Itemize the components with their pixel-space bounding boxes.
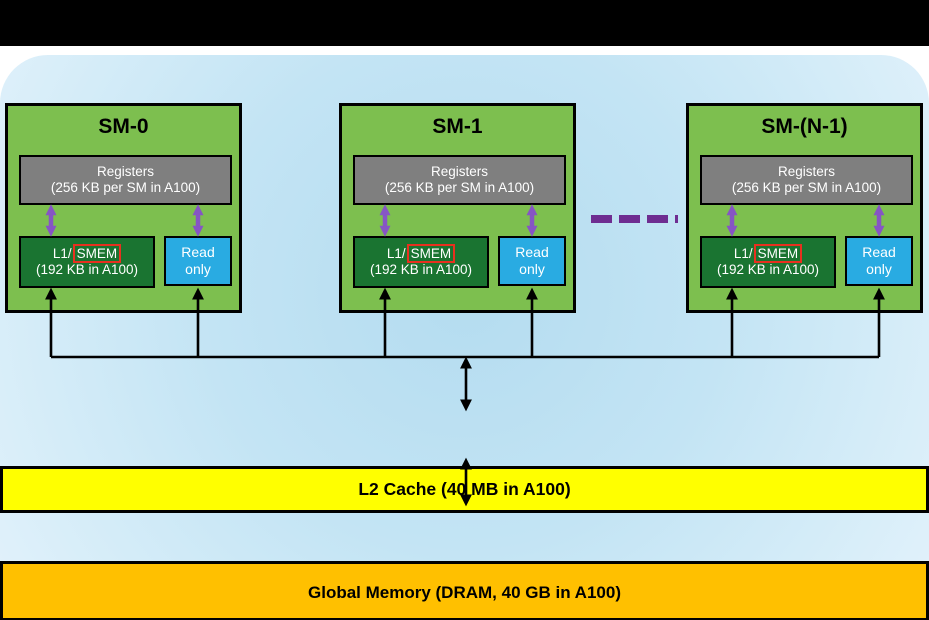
sm-n-1-box: SM-(N-1) Registers (256 KB per SM in A10…	[686, 103, 923, 313]
registers-title: Registers	[777, 163, 836, 179]
sm-n-1-l1-smem-box: L1/SMEM (192 KB in A100)	[700, 236, 836, 288]
smem-highlight-outline: SMEM	[72, 243, 122, 263]
sm-1-l1-smem-box: L1/SMEM (192 KB in A100)	[353, 236, 489, 288]
read-only-line1: Read	[862, 243, 896, 260]
sm-0-read-only-box: Read only	[164, 236, 232, 286]
global-memory-label: Global Memory (DRAM, 40 GB in A100)	[308, 583, 621, 602]
top-letterbox-bar	[0, 0, 929, 46]
l1-detail: (192 KB in A100)	[716, 262, 820, 277]
l1-detail: (192 KB in A100)	[35, 262, 139, 277]
sm-n-1-title: SM-(N-1)	[761, 115, 848, 138]
sm-0-registers-box: Registers (256 KB per SM in A100)	[19, 155, 232, 205]
registers-title: Registers	[430, 163, 489, 179]
diagram-background: SM-0 Registers (256 KB per SM in A100) L…	[0, 55, 929, 620]
global-memory-bar: Global Memory (DRAM, 40 GB in A100)	[0, 561, 929, 620]
read-only-line2: only	[519, 261, 545, 277]
read-only-line1: Read	[181, 243, 215, 260]
smem-highlight-outline: SMEM	[406, 243, 456, 263]
l1-prefix: L1/	[386, 245, 406, 261]
sm-n-1-read-only-box: Read only	[845, 236, 913, 286]
l1-smem-line: L1/SMEM	[733, 243, 803, 263]
sm-0-title: SM-0	[98, 115, 149, 138]
registers-title: Registers	[96, 163, 155, 179]
read-only-line2: only	[866, 261, 892, 277]
l1-smem-line: L1/SMEM	[386, 243, 456, 263]
sm-1-registers-box: Registers (256 KB per SM in A100)	[353, 155, 566, 205]
bottom-letterbox-bar	[0, 618, 929, 620]
sm-0-l1-smem-box: L1/SMEM (192 KB in A100)	[19, 236, 155, 288]
l2-cache-label: L2 Cache (40 MB in A100)	[358, 479, 571, 499]
sm-n-1-registers-box: Registers (256 KB per SM in A100)	[700, 155, 913, 205]
sm-0-box: SM-0 Registers (256 KB per SM in A100) L…	[5, 103, 242, 313]
l1-detail: (192 KB in A100)	[369, 262, 473, 277]
l1-smem-line: L1/SMEM	[52, 243, 122, 263]
sm-1-read-only-box: Read only	[498, 236, 566, 286]
read-only-line1: Read	[515, 243, 549, 260]
l2-cache-bar: L2 Cache (40 MB in A100)	[0, 466, 929, 513]
registers-detail: (256 KB per SM in A100)	[384, 180, 535, 195]
l1-prefix: L1/	[733, 245, 753, 261]
l1-prefix: L1/	[52, 245, 72, 261]
smem-highlight-outline: SMEM	[753, 243, 803, 263]
read-only-line2: only	[185, 261, 211, 277]
sm-1-title: SM-1	[432, 115, 483, 138]
registers-detail: (256 KB per SM in A100)	[50, 180, 201, 195]
registers-detail: (256 KB per SM in A100)	[731, 180, 882, 195]
sm-1-box: SM-1 Registers (256 KB per SM in A100) L…	[339, 103, 576, 313]
